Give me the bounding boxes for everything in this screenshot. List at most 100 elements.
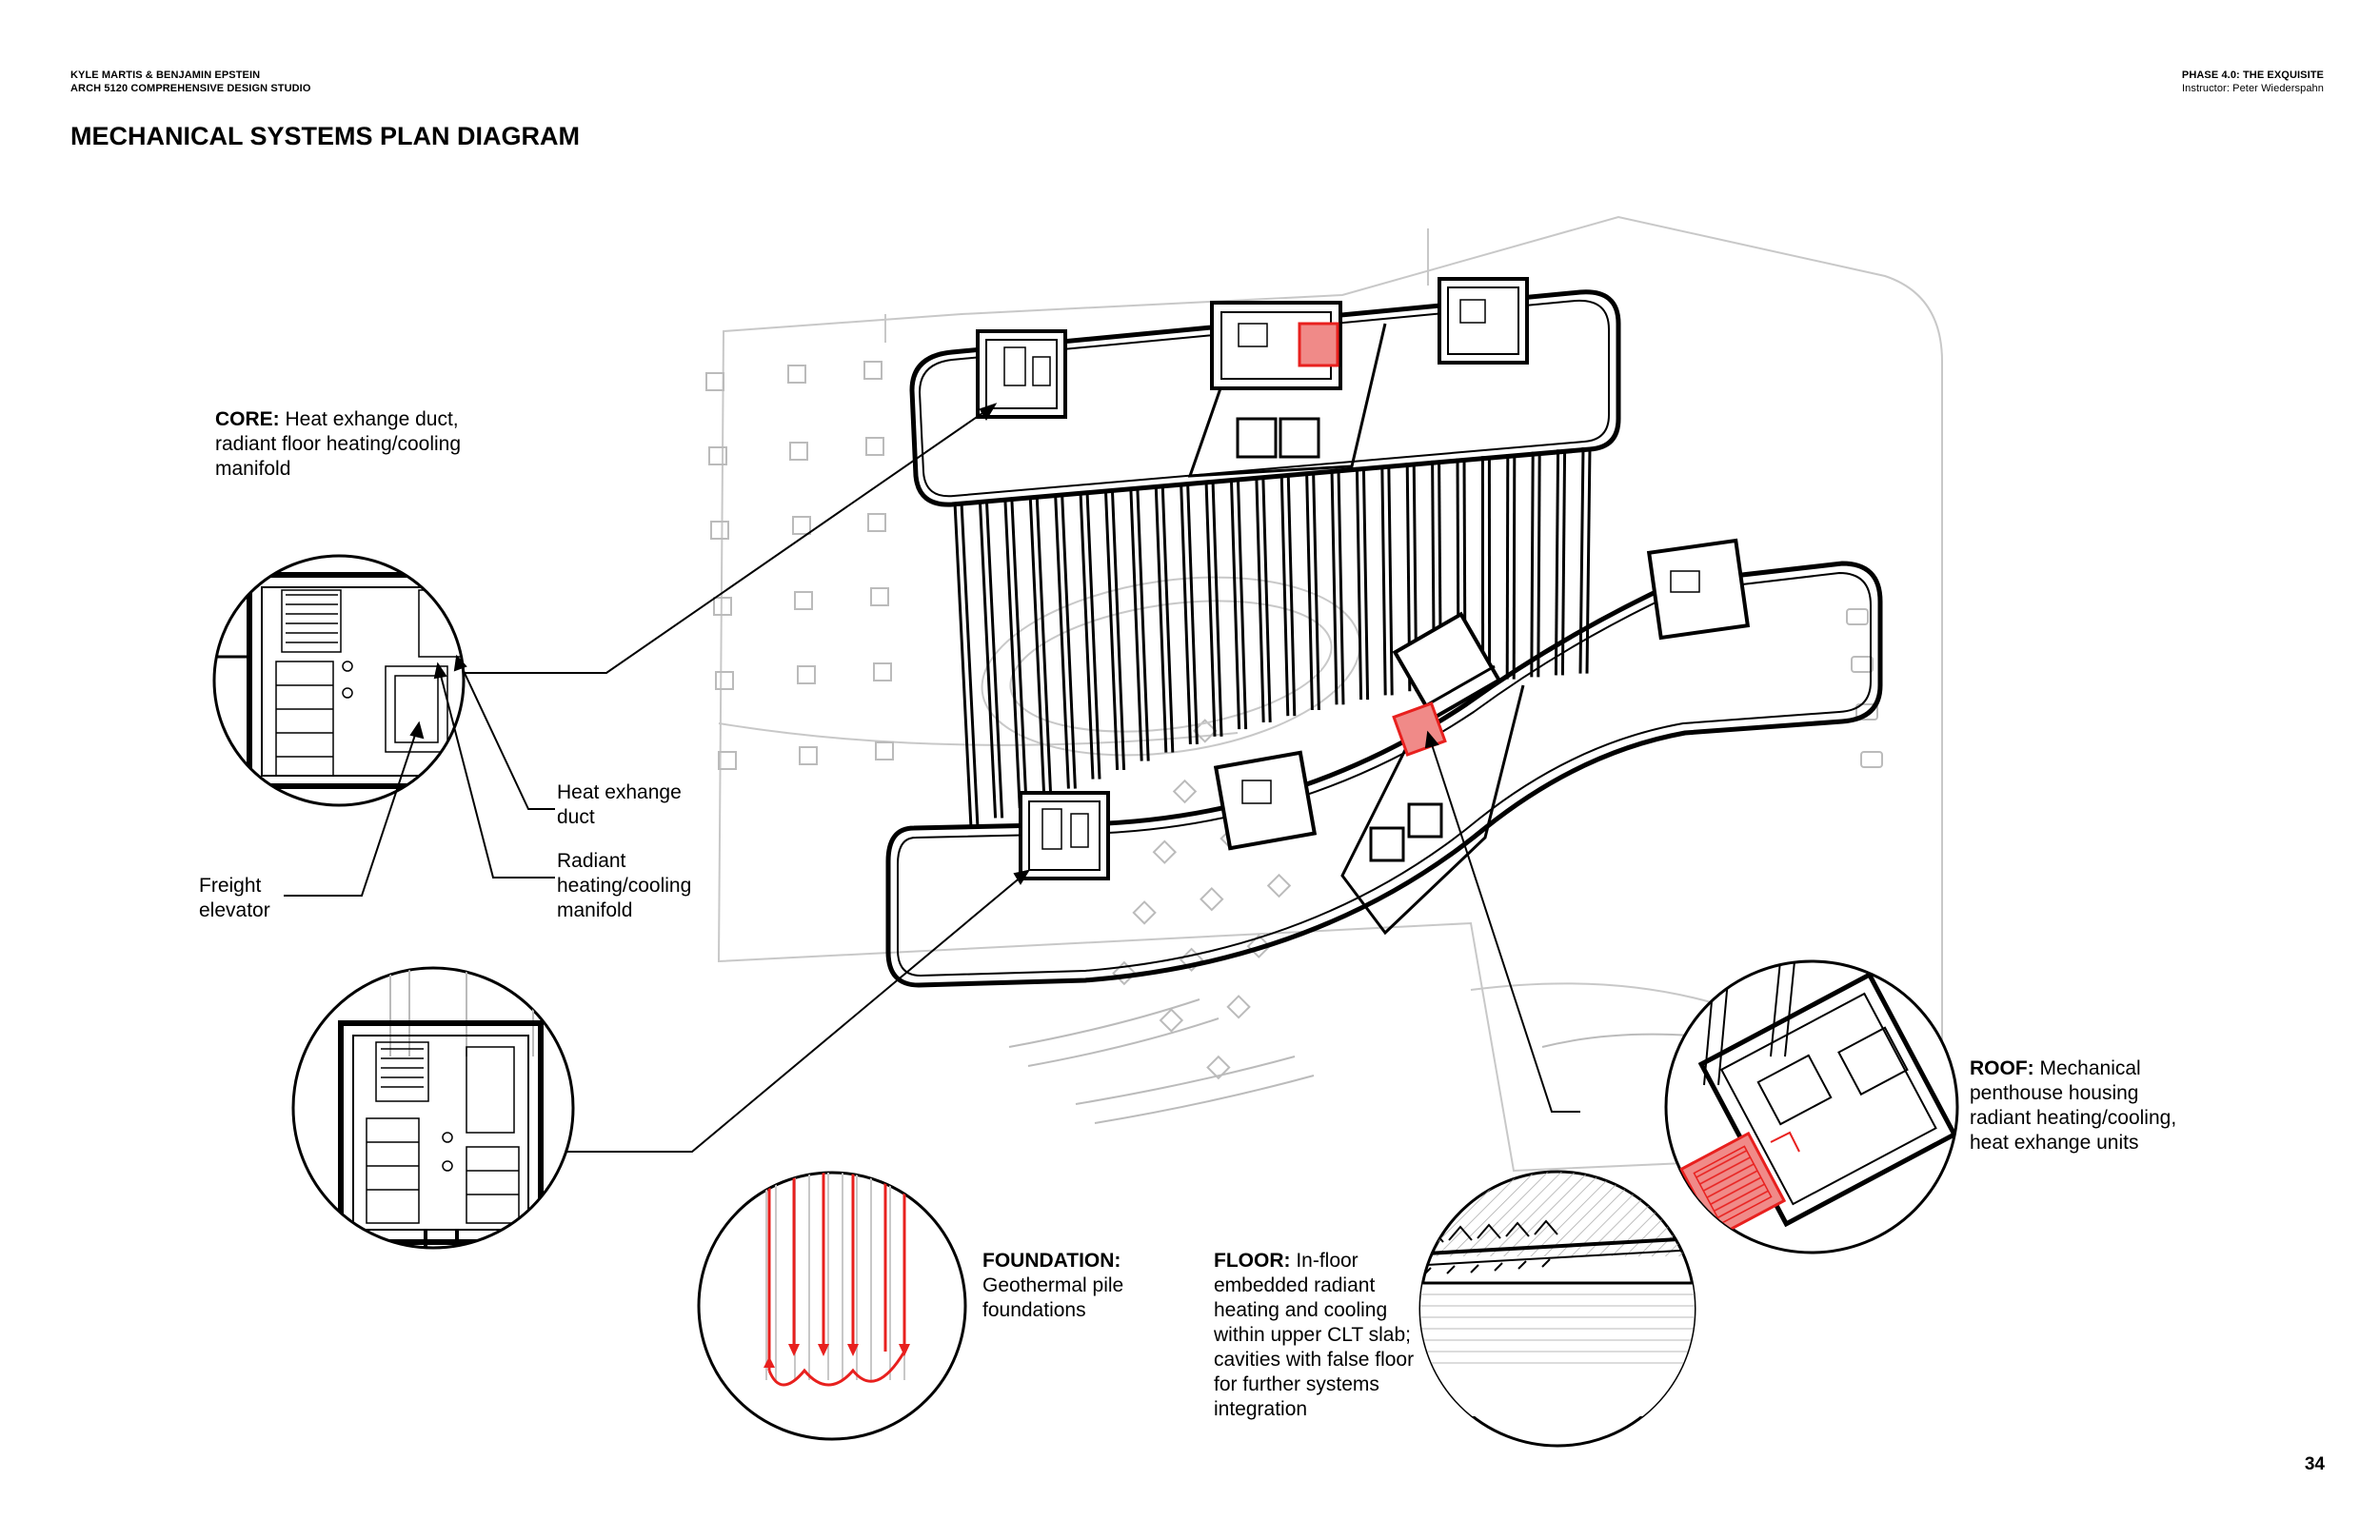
bridge-beam bbox=[1279, 473, 1290, 717]
core-line1: Heat exhange duct, bbox=[279, 408, 459, 430]
bridge-beam bbox=[1560, 449, 1567, 676]
bridge-beam bbox=[1530, 451, 1535, 678]
radiant-line3: manifold bbox=[557, 899, 633, 921]
freight-line1: Freight bbox=[199, 875, 262, 897]
bridge-beam bbox=[1537, 451, 1541, 678]
bridge-beam bbox=[1010, 498, 1028, 809]
floor-line5: cavities with false floor bbox=[1214, 1349, 1415, 1371]
bridge-beam bbox=[953, 502, 973, 829]
page-title: MECHANICAL SYSTEMS PLAN DIAGRAM bbox=[70, 122, 581, 150]
plan-connector bbox=[1187, 323, 1525, 936]
foundation-line1: Geothermal pile bbox=[982, 1274, 1124, 1296]
radiant-manifold-callout: Radiant heating/cooling manifold bbox=[557, 849, 691, 923]
floor-line4: within upper CLT slab; bbox=[1214, 1324, 1411, 1346]
bridge-beam bbox=[1286, 473, 1297, 717]
floor-callout: FLOOR: In-floor embedded radiant heating… bbox=[1214, 1249, 1414, 1422]
phase: PHASE 4.0: THE EXQUISITE bbox=[2181, 69, 2324, 81]
freight-line2: elevator bbox=[199, 899, 270, 921]
radiant-line1: Radiant bbox=[557, 850, 626, 872]
bridge-beam bbox=[1129, 486, 1143, 761]
bridge-beam bbox=[1255, 476, 1265, 722]
bridge-beam bbox=[1035, 495, 1053, 799]
plan-mechanical-rooms bbox=[1298, 322, 1447, 757]
bridge-beam bbox=[1028, 495, 1046, 799]
bridge-beam bbox=[1110, 489, 1126, 770]
core-line2: radiant floor heating/cooling bbox=[215, 433, 462, 455]
bridge-beam bbox=[1236, 478, 1248, 730]
floor-line2: embedded radiant bbox=[1214, 1274, 1376, 1296]
roof-line4: heat exhange units bbox=[1970, 1132, 2139, 1154]
foundation-detail-circle bbox=[697, 1171, 967, 1441]
bridge-beam bbox=[960, 502, 980, 829]
bridge-beam bbox=[1160, 484, 1175, 753]
core-detail-circle bbox=[212, 554, 466, 807]
radiant-line2: heating/cooling bbox=[557, 875, 692, 897]
bridge-beam bbox=[1512, 453, 1517, 680]
bridge-beam bbox=[984, 500, 1004, 819]
bridge-beam bbox=[1361, 466, 1370, 701]
floor-detail-circle bbox=[1418, 1170, 1696, 1448]
floor-heading: FLOOR: bbox=[1214, 1250, 1291, 1272]
bridge-beam bbox=[1136, 486, 1150, 761]
floor-line3: heating and cooling bbox=[1214, 1299, 1388, 1321]
roof-detail-circle bbox=[1664, 959, 1959, 1254]
bridge-beam bbox=[1387, 464, 1394, 696]
leader-lines bbox=[464, 403, 1580, 1153]
core-callout: CORE: Heat exhange duct, radiant floor h… bbox=[215, 407, 461, 482]
bridge-beam bbox=[1312, 471, 1320, 711]
plan-cores bbox=[976, 277, 1751, 880]
heat-duct-line2: duct bbox=[557, 806, 595, 828]
bridge-beams bbox=[953, 446, 1592, 829]
authors: KYLE MARTIS & BENJAMIN EPSTEIN bbox=[70, 69, 261, 81]
bridge-beam bbox=[1186, 483, 1199, 745]
bridge-beam bbox=[1003, 498, 1021, 809]
page-number: 34 bbox=[2304, 1454, 2325, 1474]
bridge-beam bbox=[1337, 469, 1345, 705]
foundation-callout: FOUNDATION: Geothermal pile foundations bbox=[982, 1249, 1123, 1323]
freight-elevator-callout: Freight elevator bbox=[199, 874, 270, 923]
roof-line3: radiant heating/cooling, bbox=[1970, 1107, 2177, 1129]
roof-callout: ROOF: Mechanical penthouse housing radia… bbox=[1970, 1056, 2176, 1155]
roof-line2: penthouse housing bbox=[1970, 1082, 2139, 1104]
bridge-beam bbox=[1261, 476, 1272, 722]
bridge-beam bbox=[1154, 484, 1168, 753]
bridge-beam bbox=[1211, 480, 1223, 737]
bridge-beam bbox=[1330, 469, 1339, 705]
bridge-beam bbox=[1229, 478, 1241, 730]
bridge-beam bbox=[1554, 449, 1560, 676]
parking-stripes bbox=[1008, 608, 1883, 1124]
header-left: KYLE MARTIS & BENJAMIN EPSTEIN ARCH 5120… bbox=[70, 69, 310, 95]
lower-core-detail-circle bbox=[291, 966, 575, 1250]
plan-core-details bbox=[1003, 299, 1700, 850]
floor-line1: In-floor bbox=[1290, 1250, 1359, 1272]
foundation-heading: FOUNDATION: bbox=[982, 1250, 1121, 1272]
bridge-beam bbox=[1085, 491, 1101, 780]
heat-duct-callout: Heat exhange duct bbox=[557, 780, 682, 830]
core-leaders bbox=[284, 654, 555, 897]
bridge-beam bbox=[1079, 491, 1095, 780]
bridge-beam bbox=[1305, 471, 1314, 711]
floor-line6: for further systems bbox=[1214, 1373, 1379, 1395]
bridge-beam bbox=[1355, 466, 1363, 701]
roof-heading: ROOF: bbox=[1970, 1057, 2034, 1079]
core-line3: manifold bbox=[215, 458, 291, 480]
bridge-beam bbox=[1204, 480, 1217, 737]
bridge-beam bbox=[1054, 493, 1070, 789]
floor-line7: integration bbox=[1214, 1398, 1308, 1420]
roof-line1: Mechanical bbox=[2033, 1057, 2141, 1079]
bridge-beam bbox=[1180, 483, 1192, 745]
instructor: Instructor: Peter Wiederspahn bbox=[2181, 83, 2324, 94]
bridge-beam bbox=[1585, 446, 1592, 674]
bridge-beam bbox=[1103, 489, 1120, 770]
bridge-beam bbox=[1061, 493, 1077, 789]
bridge-beam bbox=[1380, 464, 1387, 696]
header-right: PHASE 4.0: THE EXQUISITE Instructor: Pet… bbox=[2182, 69, 2324, 95]
core-heading: CORE: bbox=[215, 408, 280, 430]
bridge-beam bbox=[1505, 453, 1510, 680]
heat-duct-line1: Heat exhange bbox=[557, 781, 682, 803]
bridge-beam bbox=[1578, 446, 1585, 674]
bridge-beam bbox=[978, 500, 998, 819]
course: ARCH 5120 COMPREHENSIVE DESIGN STUDIO bbox=[70, 83, 311, 94]
foundation-line2: foundations bbox=[982, 1299, 1086, 1321]
